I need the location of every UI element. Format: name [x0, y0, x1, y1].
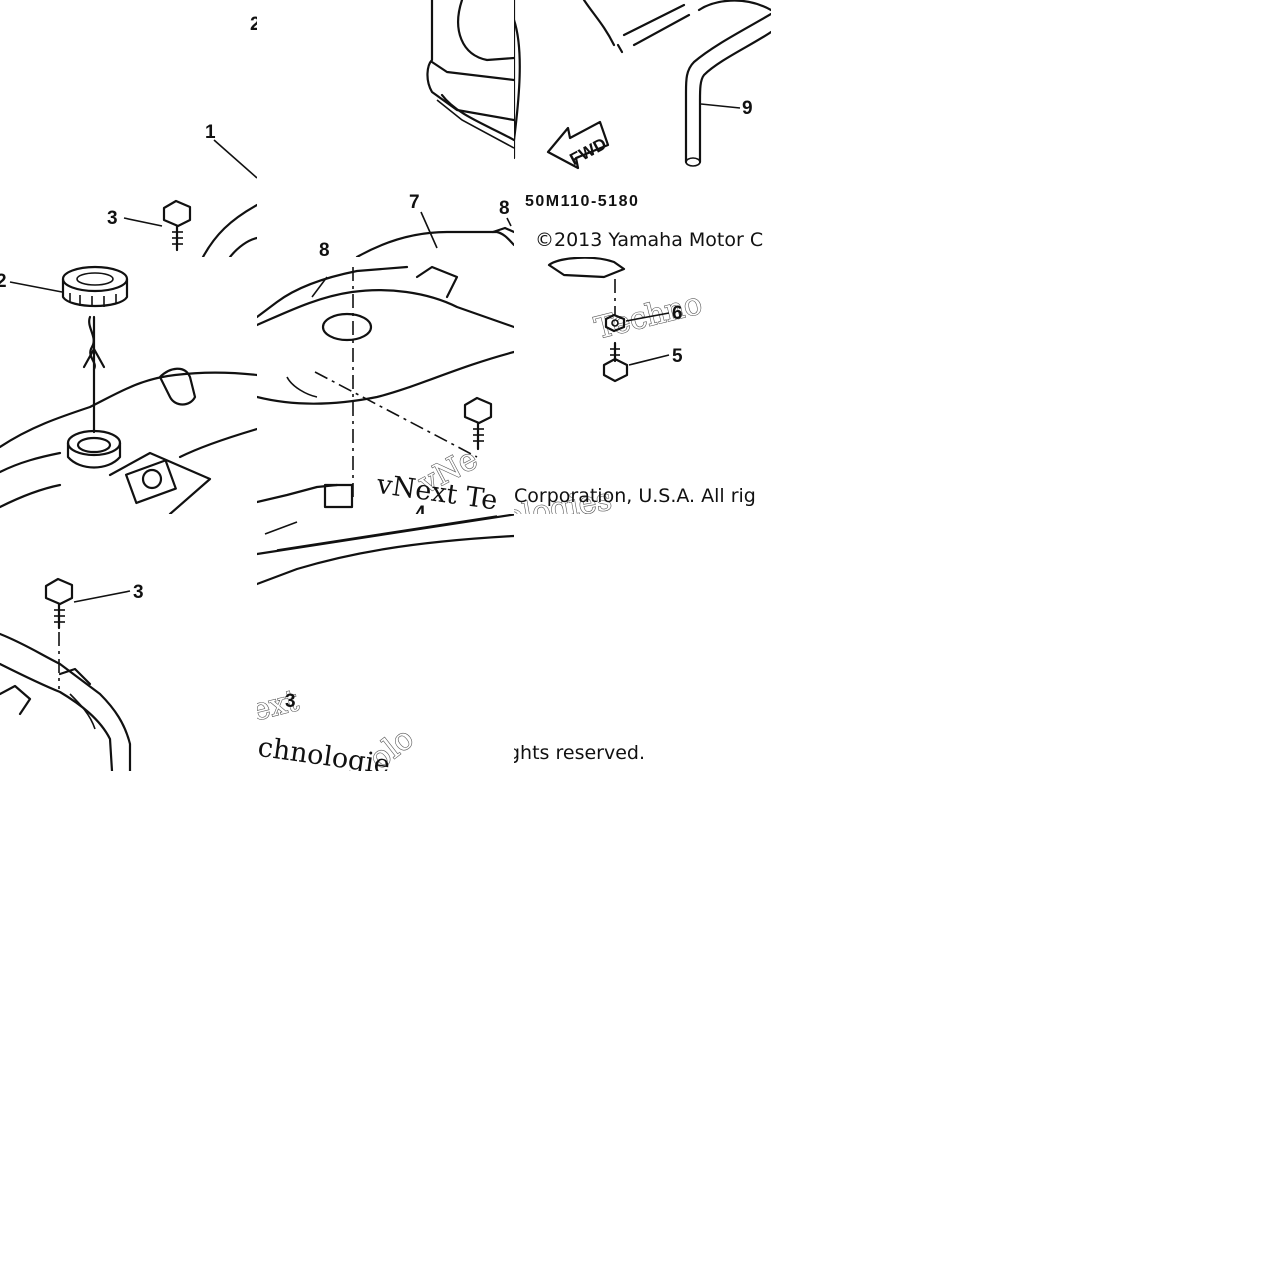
callout-1: 1	[205, 122, 216, 143]
diagram-tile-top-right: 9 FWD 50M110-5180 ©2013 Yamaha Motor C	[514, 0, 771, 257]
callout-3-cover: 3	[285, 691, 296, 712]
callout-7: 7	[409, 192, 420, 213]
diagram-tile-middle-right: Techno 6 5 ologies Corporation, U.S.A. A…	[514, 257, 771, 514]
callout-9: 9	[742, 98, 753, 119]
callout-6: 6	[672, 303, 683, 324]
diagram-tile-bottom-middle: ext 3 olo chnologie	[257, 514, 514, 771]
diagram-tile-bottom-left: 3	[0, 514, 257, 771]
diagram-tile-middle-left: 2	[0, 257, 257, 514]
callout-2-top: 2	[250, 14, 257, 35]
fwd-label: FWD	[567, 134, 610, 169]
washer-icon	[604, 313, 626, 333]
bolt-icon	[44, 577, 74, 630]
forward-arrow-icon: FWD	[546, 120, 610, 169]
copyright-left: ©2013 Yamaha Motor C	[535, 229, 764, 251]
fastener-drawing: Techno 6 5 ologies	[514, 257, 706, 514]
callout-8-tank: 8	[319, 240, 330, 257]
callout-8-top: 8	[499, 198, 510, 219]
fuel-tank-left-drawing: 2	[0, 265, 257, 514]
fuel-cap-icon	[61, 265, 129, 307]
tank-top-drawing: 7 8 8	[319, 0, 514, 257]
watermark-chnologie: chnologie	[257, 732, 392, 771]
callout-2-left: 2	[0, 271, 7, 292]
callout-4: 4	[415, 503, 426, 514]
hose-drawing: 9 FWD	[514, 0, 771, 169]
part-code: 50M110-5180	[525, 193, 640, 210]
diagram-tile-top-middle: 7 8 8	[257, 0, 514, 257]
bolt-icon	[162, 199, 192, 252]
tank-corner-drawing: 3	[0, 577, 144, 771]
cover-drawing: ext 3 olo chnologie	[257, 514, 514, 771]
diagram-tile-center: vNe vNext Te 4	[257, 257, 514, 514]
bolt-icon	[463, 396, 493, 451]
callout-3-lower: 3	[133, 582, 144, 603]
tank-left-drawing: 2 1 3	[107, 14, 257, 257]
callout-3-upper: 3	[107, 208, 118, 229]
callout-5: 5	[672, 346, 683, 367]
diagram-tile-top-left: 2 1 3	[0, 0, 257, 257]
fuel-tank-center-drawing: vNe vNext Te 4	[257, 265, 514, 514]
bolt-icon	[602, 341, 629, 383]
copyright-middle: Corporation, U.S.A. All rig	[514, 485, 756, 507]
copyright-end: ghts reserved.	[514, 742, 646, 764]
diagram-tile-bottom-right: ghts reserved.	[514, 514, 771, 771]
